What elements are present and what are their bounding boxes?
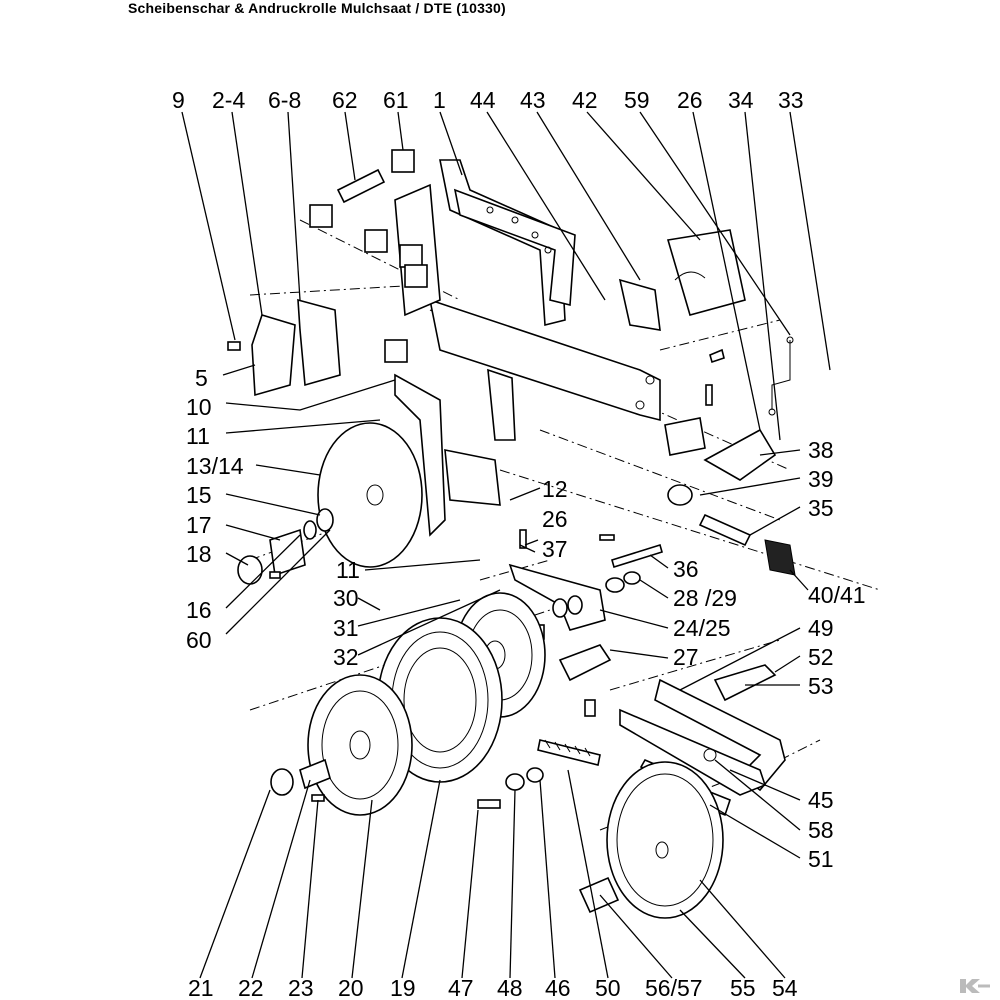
scraper-parts (227, 298, 341, 397)
label-53: 53 (808, 673, 834, 699)
label-32: 32 (333, 644, 359, 670)
label-56-57: 56/57 (645, 975, 703, 1000)
label-30: 30 (333, 585, 359, 611)
label-11-upper: 11 (186, 423, 210, 449)
label-12: 12 (542, 476, 568, 502)
axle-parts (270, 758, 331, 802)
bracket-parts (477, 664, 786, 919)
label-9: 9 (172, 87, 185, 113)
label-47: 47 (448, 975, 474, 1000)
label-33: 33 (778, 87, 804, 113)
label-61: 61 (383, 87, 409, 113)
right-side-parts (618, 229, 796, 576)
label-24-25: 24/25 (673, 615, 731, 641)
label-28-29: 28 /29 (673, 585, 737, 611)
label-43: 43 (520, 87, 546, 113)
frame-part-1 (394, 159, 661, 422)
label-46: 46 (545, 975, 571, 1000)
label-31: 31 (333, 615, 359, 641)
page-title: Scheibenschar & Andruckrolle Mulchsaat /… (128, 0, 506, 16)
label-15: 15 (186, 482, 212, 508)
label-34: 34 (728, 87, 754, 113)
label-10: 10 (186, 394, 212, 420)
label-62: 62 (332, 87, 358, 113)
label-5: 5 (195, 365, 208, 391)
label-21: 21 (188, 975, 214, 1000)
label-39: 39 (808, 466, 834, 492)
label-40-41: 40/41 (808, 582, 866, 608)
label-52: 52 (808, 644, 834, 670)
brand-logo-icon (960, 979, 990, 993)
label-20: 20 (338, 975, 364, 1000)
label-27: 27 (673, 644, 699, 670)
label-17: 17 (186, 512, 212, 538)
label-11-lower: 11 (336, 557, 360, 583)
label-48: 48 (497, 975, 523, 1000)
label-22: 22 (238, 975, 264, 1000)
label-44: 44 (470, 87, 496, 113)
label-13-14: 13/14 (186, 453, 244, 479)
hub-parts (237, 508, 334, 585)
label-35: 35 (808, 495, 834, 521)
label-55: 55 (730, 975, 756, 1000)
label-2-4: 2-4 (212, 87, 245, 113)
label-36: 36 (673, 556, 699, 582)
label-60: 60 (186, 627, 212, 653)
press-wheels (307, 592, 546, 816)
label-58: 58 (808, 817, 834, 843)
label-51: 51 (808, 846, 834, 872)
label-19: 19 (390, 975, 416, 1000)
label-26-mid: 26 (542, 506, 568, 532)
label-26-top: 26 (677, 87, 703, 113)
part-number-labels: 9 2-4 6-8 62 61 1 44 43 42 59 26 34 33 5… (172, 87, 866, 1000)
label-16: 16 (186, 597, 212, 623)
label-45: 45 (808, 787, 834, 813)
label-6-8: 6-8 (268, 87, 301, 113)
label-1: 1 (433, 87, 446, 113)
label-49: 49 (808, 615, 834, 641)
label-50: 50 (595, 975, 621, 1000)
label-38: 38 (808, 437, 834, 463)
label-59: 59 (624, 87, 650, 113)
label-42: 42 (572, 87, 598, 113)
arm-part (394, 368, 516, 537)
disc-13-14 (317, 422, 423, 568)
leader-lines (181, 111, 831, 979)
label-54: 54 (772, 975, 798, 1000)
label-18: 18 (186, 541, 212, 567)
shaft-parts (519, 529, 663, 593)
label-37: 37 (542, 536, 568, 562)
label-23: 23 (288, 975, 314, 1000)
